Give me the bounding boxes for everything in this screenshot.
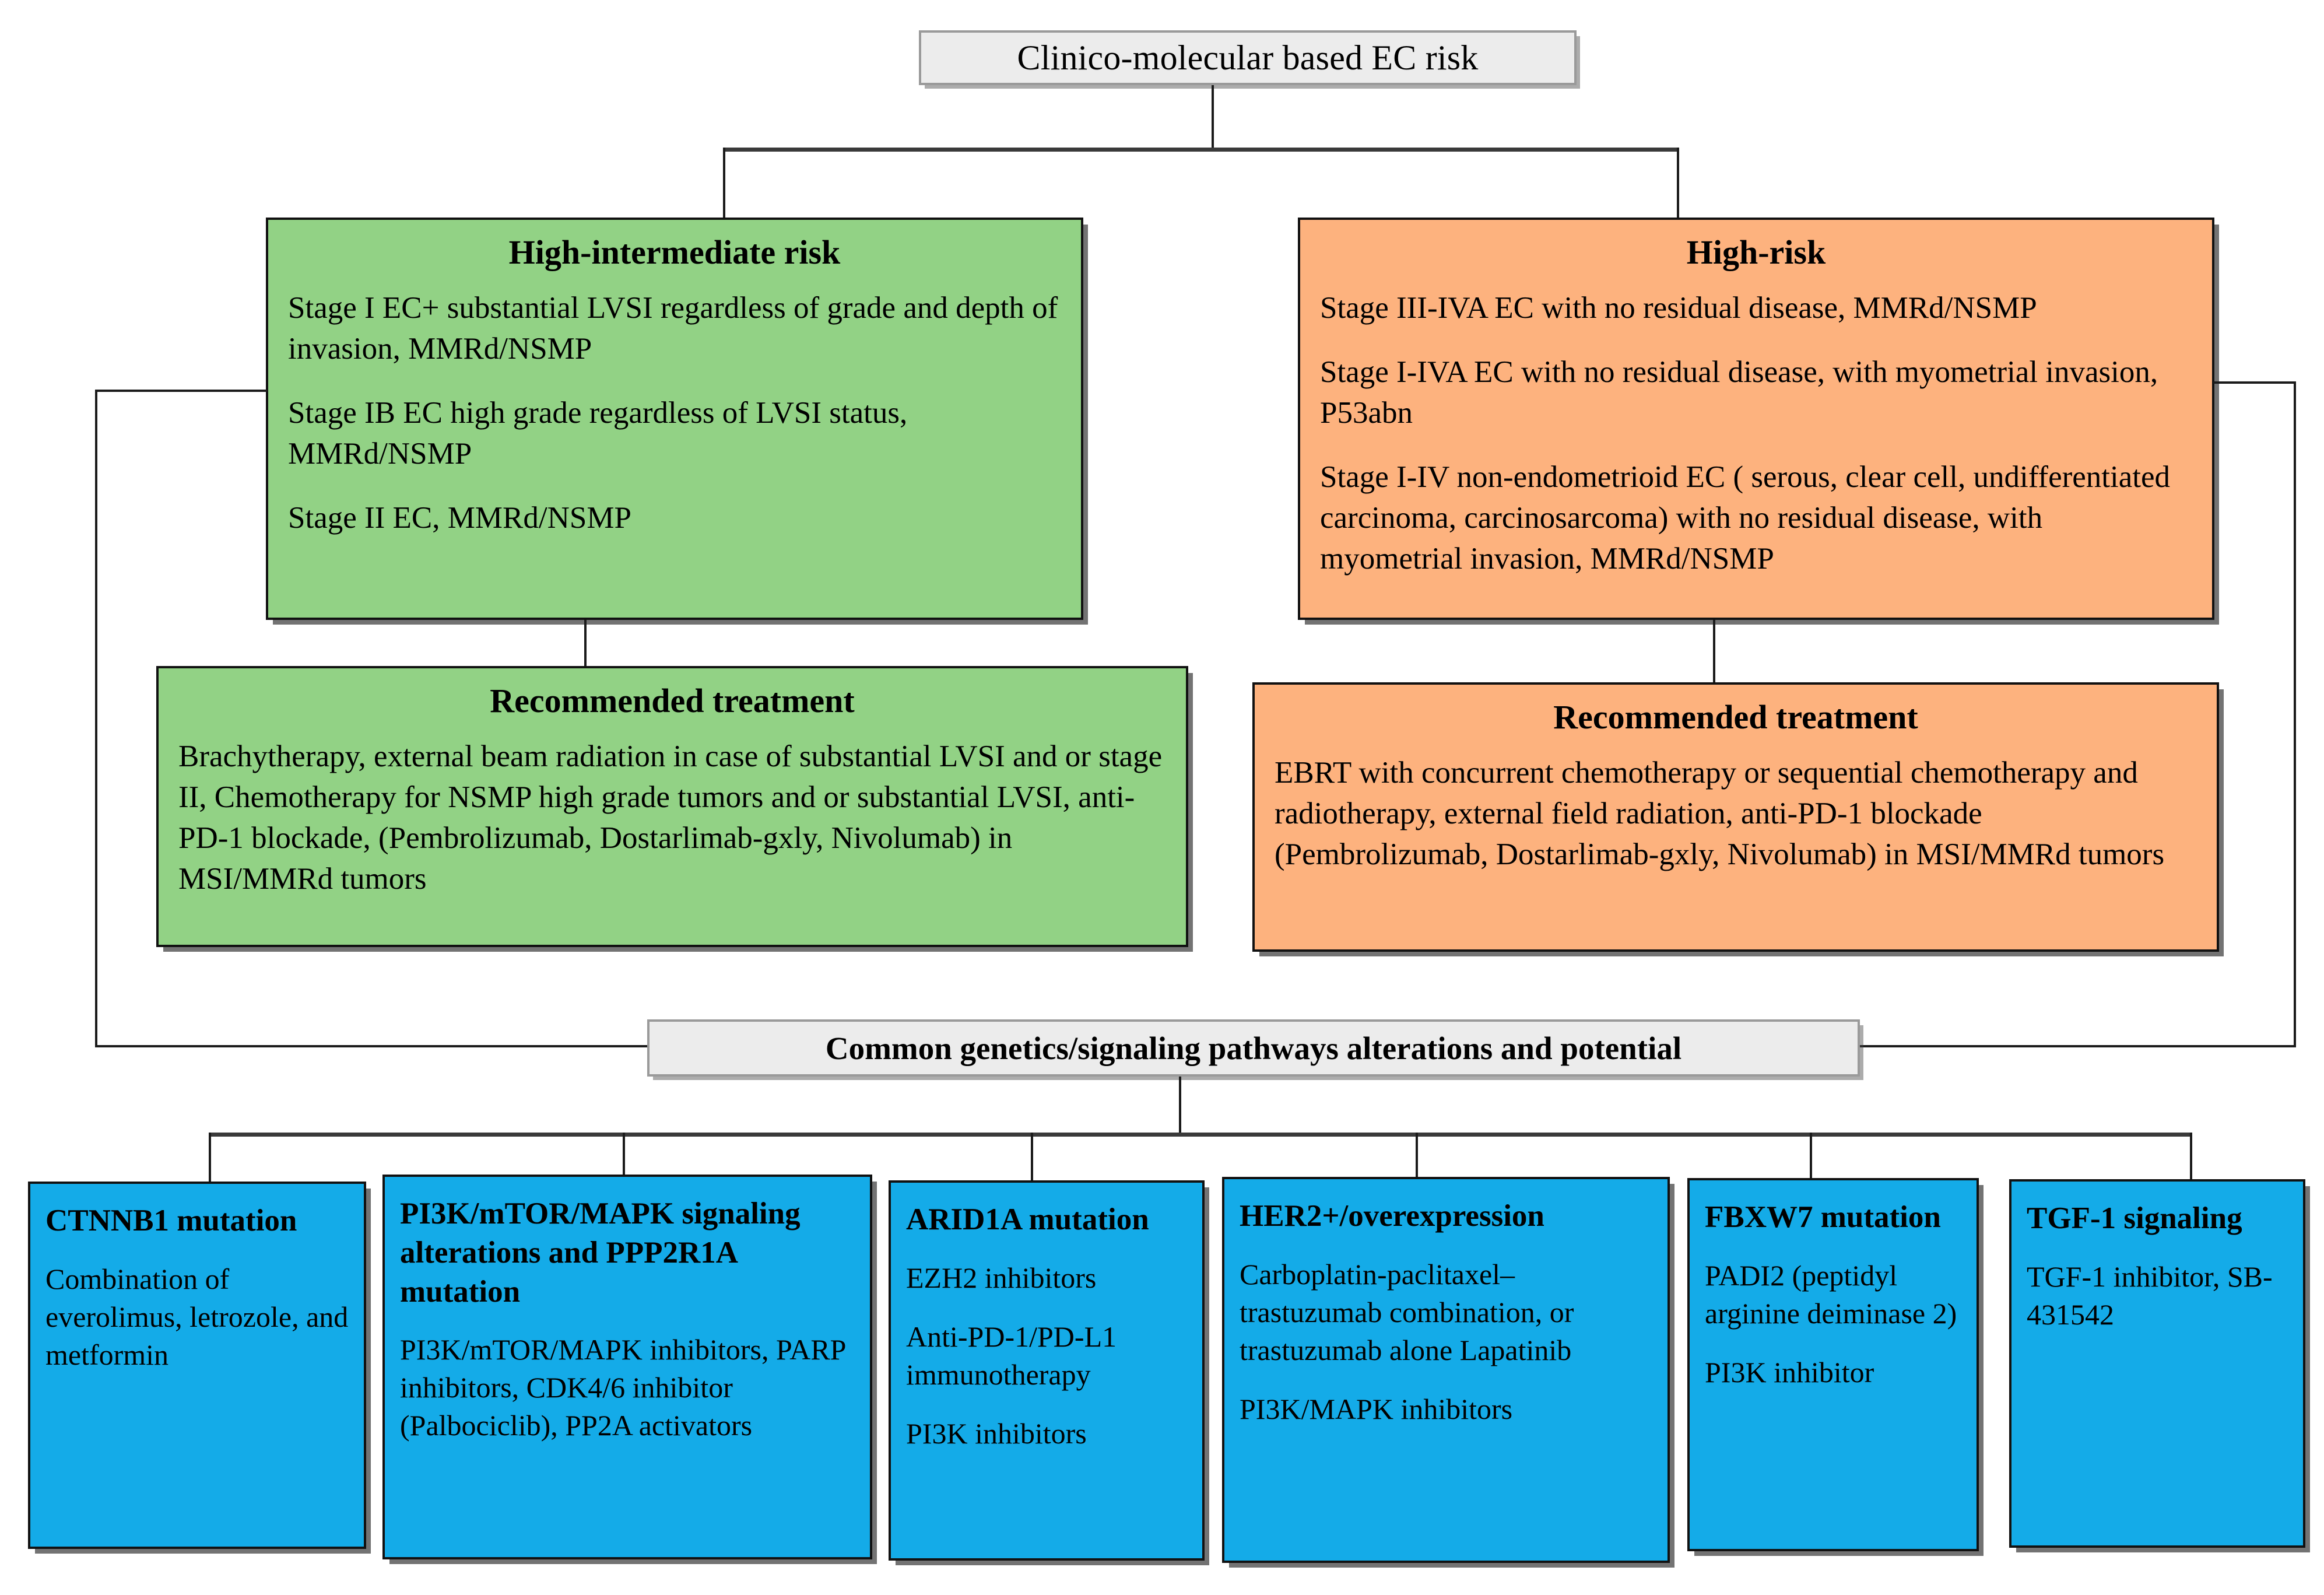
target-card-tgf1-items: TGF-1 inhibitor, SB-431542 [2011, 1258, 2303, 1334]
target-card-her2-items: Carboplatin-paclitaxel–trastuzumab combi… [1224, 1256, 1667, 1428]
connector-targets-spreader [209, 1133, 2191, 1137]
target-card-ctnnb1-items: Combination of everolimus, letrozole, an… [30, 1260, 364, 1374]
criterion-item: Stage I-IVA EC with no residual disease,… [1320, 355, 2158, 430]
common-pathways-bar-label: Common genetics/signaling pathways alter… [825, 1030, 1682, 1066]
target-item: PADI2 (peptidyl arginine deiminase 2) [1705, 1259, 1957, 1330]
target-item: Anti-PD-1/PD-L1 immunotherapy [906, 1320, 1117, 1391]
connector-to-target-her2 [1416, 1133, 1418, 1177]
treatment-box-high-intermediate-title: Recommended treatment [490, 682, 855, 720]
connector-to-target-ctnnb1 [209, 1133, 211, 1182]
target-item: PI3K inhibitors [906, 1417, 1087, 1450]
target-item: Carboplatin-paclitaxel–trastuzumab combi… [1240, 1257, 1574, 1366]
target-item: PI3K/mTOR/MAPK inhibitors, PARP inhibito… [400, 1333, 845, 1442]
treatment-box-high-intermediate: Recommended treatment Brachytherapy, ext… [156, 666, 1188, 947]
connector-to-target-tgf1 [2190, 1133, 2192, 1179]
target-card-ctnnb1: CTNNB1 mutation Combination of everolimu… [28, 1182, 366, 1549]
connector-root-to-high-intermediate [723, 148, 725, 220]
target-card-fbxw7-title: FBXW7 mutation [1705, 1200, 1941, 1234]
target-card-arid1a: ARID1A mutation EZH2 inhibitors Anti-PD-… [889, 1180, 1205, 1561]
root-node-clinico-molecular-risk: Clinico-molecular based EC risk [919, 30, 1577, 85]
target-item: EZH2 inhibitors [906, 1261, 1097, 1294]
connector-left-wrap-down [95, 390, 97, 1047]
target-card-arid1a-title: ARID1A mutation [906, 1203, 1149, 1236]
criterion-item: Stage III-IVA EC with no residual diseas… [1320, 290, 2037, 325]
risk-box-high-risk: High-risk Stage III-IVA EC with no resid… [1298, 218, 2214, 620]
connector-to-target-pi3k-mtor-mapk [623, 1133, 625, 1175]
risk-box-high-intermediate-title: High-intermediate risk [508, 233, 841, 271]
target-card-her2: HER2+/overexpression Carboplatin-paclita… [1222, 1177, 1670, 1563]
root-node-label: Clinico-molecular based EC risk [1017, 38, 1479, 77]
connector-right-wrap-bottom [1855, 1045, 2296, 1047]
target-card-pi3k-mtor-mapk-title: PI3K/mTOR/MAPK signaling alterations and… [400, 1197, 801, 1309]
target-card-her2-title: HER2+/overexpression [1240, 1199, 1544, 1233]
criterion-item: Stage I EC+ substantial LVSI regardless … [288, 290, 1058, 366]
criterion-item: Stage I-IV non-endometrioid EC ( serous,… [1320, 460, 2170, 576]
target-card-tgf1-title: TGF-1 signaling [2027, 1201, 2242, 1235]
risk-box-high-risk-criteria: Stage III-IVA EC with no residual diseas… [1300, 288, 2212, 580]
connector-root-stem [1212, 85, 1214, 149]
connector-left-wrap-top [95, 390, 268, 392]
risk-box-high-risk-title: High-risk [1686, 233, 1826, 271]
connector-right-wrap-down [2294, 381, 2296, 1047]
treatment-box-high-risk-title: Recommended treatment [1553, 698, 1918, 736]
connector-root-spreader [723, 148, 1679, 152]
risk-box-high-intermediate-criteria: Stage I EC+ substantial LVSI regardless … [268, 288, 1081, 539]
target-card-ctnnb1-title: CTNNB1 mutation [45, 1204, 297, 1238]
target-card-fbxw7: FBXW7 mutation PADI2 (peptidyl arginine … [1687, 1178, 1979, 1551]
risk-box-high-intermediate: High-intermediate risk Stage I EC+ subst… [266, 218, 1083, 620]
connector-left-wrap-bottom [95, 1045, 652, 1047]
criterion-item: Stage II EC, MMRd/NSMP [288, 500, 631, 535]
target-item: PI3K/MAPK inhibitors [1240, 1392, 1513, 1425]
connector-high-risk-to-treatment [1713, 620, 1715, 684]
connector-right-wrap-top [2213, 381, 2296, 384]
target-card-tgf1: TGF-1 signaling TGF-1 inhibitor, SB-4315… [2009, 1179, 2305, 1548]
connector-root-to-high-risk [1677, 148, 1679, 219]
treatment-box-high-intermediate-text: Brachytherapy, external beam radiation i… [178, 739, 1163, 896]
target-item: PI3K inhibitor [1705, 1355, 1874, 1389]
target-card-arid1a-items: EZH2 inhibitors Anti-PD-1/PD-L1 immunoth… [891, 1259, 1202, 1453]
criterion-item: Stage IB EC high grade regardless of LVS… [288, 395, 908, 471]
connector-high-intermediate-to-treatment [584, 620, 587, 668]
treatment-box-high-risk-text: EBRT with concurrent chemotherapy or seq… [1275, 755, 2165, 871]
target-item: Combination of everolimus, letrozole, an… [45, 1262, 349, 1371]
target-card-fbxw7-items: PADI2 (peptidyl arginine deiminase 2) PI… [1690, 1257, 1977, 1391]
connector-common-bar-stem [1179, 1077, 1181, 1135]
treatment-box-high-risk: Recommended treatment EBRT with concurre… [1252, 682, 2219, 952]
target-item: TGF-1 inhibitor, SB-431542 [2027, 1260, 2273, 1331]
target-card-pi3k-mtor-mapk-items: PI3K/mTOR/MAPK inhibitors, PARP inhibito… [385, 1331, 870, 1445]
connector-to-target-arid1a [1031, 1133, 1033, 1180]
target-card-pi3k-mtor-mapk: PI3K/mTOR/MAPK signaling alterations and… [382, 1175, 872, 1559]
common-pathways-bar: Common genetics/signaling pathways alter… [647, 1019, 1860, 1077]
connector-to-target-fbxw7 [1810, 1133, 1812, 1178]
